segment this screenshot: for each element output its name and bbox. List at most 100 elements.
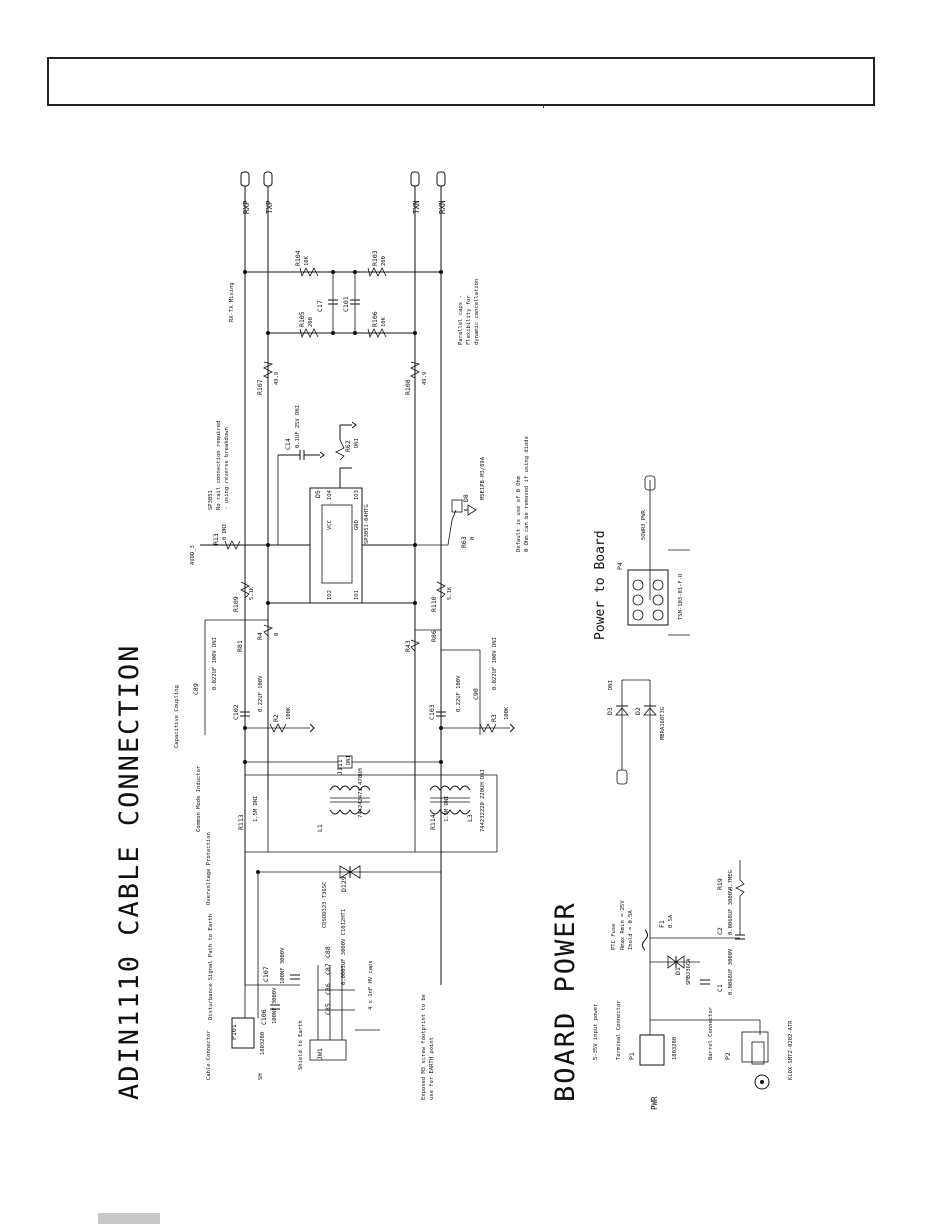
dc-blocking-caps: C102 0.22UF 100V C103 0.22UF 100V R2 100… [232, 675, 515, 733]
zero-ohm-links: R81 R4 0 R43 R86 [236, 619, 441, 652]
svg-text:RX-TX Mixing: RX-TX Mixing [229, 282, 235, 322]
svg-text:IO3: IO3 [354, 490, 360, 500]
svg-text:P4: P4 [616, 562, 624, 570]
svg-text:R13: R13 [212, 533, 220, 545]
svg-text:C14: C14 [284, 438, 292, 450]
svg-text:R107: R107 [256, 379, 264, 395]
svg-text:0.0001UF 3000V C1012HT1: 0.0001UF 3000V C1012HT1 [341, 909, 347, 985]
svg-text:200: 200 [308, 317, 314, 327]
c14-r62: C14 0.1UF 25V DNI R62 DNI [277, 405, 360, 545]
svg-text:JW1: JW1 [316, 1048, 324, 1060]
svg-text:D8: D8 [462, 494, 470, 502]
svg-text:R109: R109 [232, 596, 240, 612]
svg-text:0.0068UF 3000V: 0.0068UF 3000V [728, 888, 734, 935]
svg-text:MBRA160T3G: MBRA160T3G [660, 707, 666, 740]
svg-text:100K: 100K [504, 706, 510, 720]
svg-text:SP3051-04HTG: SP3051-04HTG [364, 504, 370, 544]
svg-text:Terminal Connector: Terminal Connector [616, 1000, 622, 1060]
svg-text:Overvoltage Protection: Overvoltage Protection [206, 832, 212, 905]
svg-text:C1: C1 [716, 984, 724, 992]
svg-text:L3: L3 [466, 814, 474, 822]
svg-text:Cable Connector: Cable Connector [206, 1030, 212, 1080]
svg-text:SP3051: SP3051 [208, 490, 214, 510]
svg-text:0: 0 [274, 633, 280, 636]
svg-text:R86: R86 [430, 630, 438, 642]
svg-text:0 DNI: 0 DNI [222, 523, 228, 540]
svg-text:Exposed M3 screw footprint to: Exposed M3 screw footprint to be [421, 994, 427, 1100]
svg-text:IO2: IO2 [327, 590, 333, 600]
svg-text:Ihold = 0.5A: Ihold = 0.5A [628, 910, 634, 950]
svg-text:200: 200 [381, 256, 387, 266]
svg-text:P101: P101 [230, 1024, 238, 1040]
svg-text:49.9: 49.9 [274, 372, 280, 385]
svg-text:dynamic cancellation: dynamic cancellation [474, 279, 480, 345]
power-section-title: BOARD POWER [550, 901, 581, 1102]
svg-text:R114: R114 [429, 814, 437, 830]
svg-text:Shield to Earth: Shield to Earth [298, 1020, 304, 1070]
cable-connector: P101 1803280 SH Cable Connector Disturba… [206, 872, 266, 1080]
footer-bar [98, 1213, 160, 1224]
common-mode-inductors: L1 744242471 470UH L3 744232220 220UH DN… [196, 765, 498, 853]
svg-text:R81: R81 [236, 640, 244, 652]
net-flag-rxn: RXN [436, 171, 447, 214]
svg-text:0.022UF 100V DNI: 0.022UF 100V DNI [212, 637, 218, 690]
svg-text:P1: P1 [628, 1052, 636, 1060]
svg-text:R62: R62 [344, 440, 352, 452]
svg-text:R19: R19 [716, 878, 724, 890]
svg-text:R108: R108 [404, 379, 412, 395]
svg-text:D5: D5 [314, 490, 322, 498]
svg-text:Disturbance Signal Path to Ear: Disturbance Signal Path to Earth [208, 914, 214, 1020]
header-frame [47, 57, 875, 106]
svg-text:R103: R103 [371, 250, 379, 266]
power-input: P1 1803280 P2 KLDX-SMT2-0202-ATR PWR 5-3… [593, 780, 794, 1110]
svg-text:L1: L1 [316, 824, 324, 832]
svg-text:0.22UF 100V: 0.22UF 100V [456, 675, 462, 712]
r109-r110: R109 5.1K R110 5.1K [232, 581, 453, 612]
svg-text:C88: C88 [324, 946, 332, 958]
svg-text:DNI: DNI [346, 755, 352, 765]
svg-text:P2: P2 [724, 1052, 732, 1060]
svg-text:C106: C106 [260, 1009, 268, 1025]
svg-text:Parallel caps -: Parallel caps - [458, 295, 464, 345]
svg-text:1.5M DNI: 1.5M DNI [444, 796, 450, 823]
svg-text:R113: R113 [237, 814, 245, 830]
ptc-fuse-f1: F1 0.5A PTC Fuse Rmax Rmin = 25V Ihold =… [611, 900, 674, 951]
svg-text:0.5A: 0.5A [668, 914, 674, 928]
svg-text:5.1K: 5.1K [249, 586, 255, 600]
svg-text:KLDX-SMT2-0202-ATR: KLDX-SMT2-0202-ATR [788, 1020, 794, 1080]
svg-text:0.022UF 100V DNI: 0.022UF 100V DNI [492, 637, 498, 690]
svg-text:10K: 10K [304, 255, 310, 266]
svg-text:1803280: 1803280 [260, 1032, 266, 1055]
svg-text:0.0068UF 3000V: 0.0068UF 3000V [728, 948, 734, 995]
svg-text:PWR: PWR [650, 1096, 659, 1110]
svg-text:100K: 100K [286, 706, 292, 720]
svg-text:0: 0 [470, 537, 476, 540]
svg-text:0.22UF 100V: 0.22UF 100V [258, 675, 264, 712]
svg-text:TXN: TXN [412, 200, 421, 214]
svg-text:R105: R105 [298, 311, 306, 327]
svg-text:10K: 10K [381, 316, 387, 327]
svg-text:CDSOD323-T36SC: CDSOD323-T36SC [322, 882, 328, 928]
svg-text:- using reverse breakdown: - using reverse breakdown [224, 427, 230, 510]
svg-text:MSE1PB-M3/89A: MSE1PB-M3/89A [480, 456, 486, 500]
earth-caps: C106 100NF 3000V C107 100NF 3000V C85 C8… [245, 909, 435, 1100]
svg-text:C85: C85 [324, 1003, 332, 1015]
svg-text:C102: C102 [232, 704, 240, 720]
svg-text:VCC: VCC [327, 520, 333, 530]
svg-text:R106: R106 [371, 311, 379, 327]
tvs-d1: D1 SMBJ36CA [650, 955, 700, 985]
svg-text:GND: GND [354, 520, 360, 530]
svg-text:C89: C89 [192, 683, 200, 695]
svg-text:Capacitive Coupling: Capacitive Coupling [174, 685, 180, 748]
svg-text:0.1UF 25V DNI: 0.1UF 25V DNI [295, 405, 301, 448]
r13-avdd: AVDD_3 R13 0 DNI [190, 523, 268, 565]
svg-text:C90: C90 [472, 688, 480, 700]
net-flag-txn: TXN [410, 171, 421, 214]
svg-text:0 Ohm can be removed if using: 0 Ohm can be removed if using diode [524, 436, 530, 552]
svg-text:C101: C101 [342, 296, 350, 312]
svg-text:TXP: TXP [265, 200, 274, 214]
svg-text:C103: C103 [428, 704, 436, 720]
r63-d8: R63 0 D8 MSE1PB-M3/89A Default is use of… [362, 436, 530, 552]
svg-text:Default is use of 0 Ohm: Default is use of 0 Ohm [516, 475, 522, 552]
svg-text:RXP: RXP [242, 200, 251, 214]
